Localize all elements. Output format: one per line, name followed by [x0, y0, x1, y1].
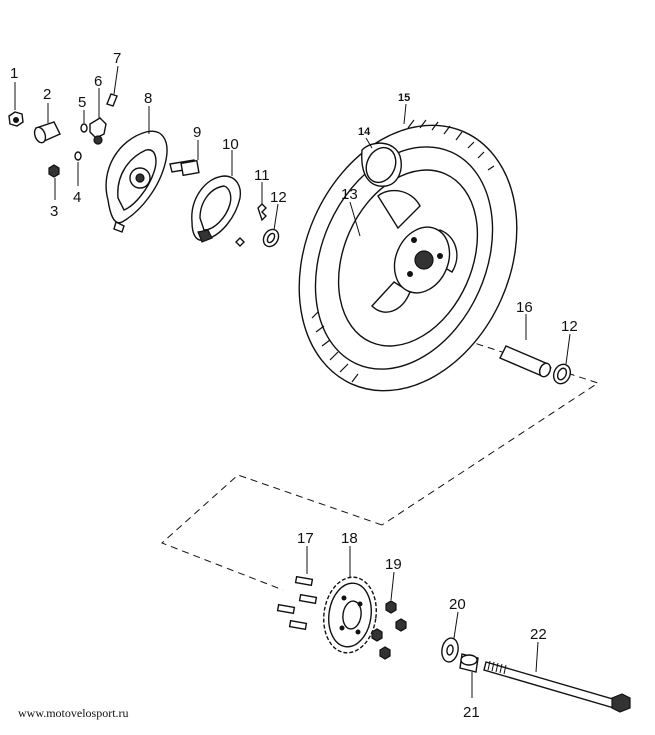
callout-7: 7	[113, 50, 121, 67]
callout-labels: 1 2 3 4 5 6 7 8 9 10 11 12 13 14 15 16 1…	[10, 50, 578, 721]
part-3-nut	[48, 164, 60, 200]
part-22-axle	[483, 641, 631, 713]
callout-14: 14	[358, 126, 371, 138]
callout-21: 21	[463, 704, 480, 721]
part-16-spacer	[499, 314, 552, 378]
part-18-sprocket	[323, 546, 377, 654]
assembly-dashed-lines	[161, 339, 600, 591]
part-13-rim	[337, 169, 479, 347]
part-8-brake-plate	[105, 106, 168, 233]
callout-6: 6	[94, 73, 102, 90]
callout-20: 20	[449, 596, 466, 613]
part-12b-seal	[552, 333, 572, 385]
part-14-inner-tube	[361, 137, 402, 187]
part-17-studs	[276, 546, 318, 631]
part-10-brake-shoes	[191, 150, 245, 247]
part-21-spacer	[459, 653, 479, 698]
part-7-bolt	[106, 65, 119, 107]
callout-12a: 12	[270, 189, 287, 206]
part-20-washer	[441, 611, 459, 663]
callout-19: 19	[385, 556, 402, 573]
part-11-spring	[257, 182, 267, 222]
callout-8: 8	[144, 90, 152, 107]
part-4-washer	[74, 151, 82, 186]
part-9-cam-shaft	[169, 140, 200, 177]
part-2-spacer	[33, 103, 61, 144]
callout-15: 15	[398, 92, 410, 104]
part-1-nut	[8, 82, 24, 127]
callout-11: 11	[254, 167, 270, 184]
callout-3: 3	[50, 203, 58, 220]
callout-13: 13	[341, 186, 358, 203]
part-19-nuts	[371, 571, 407, 660]
callout-1: 1	[10, 65, 18, 82]
callout-5: 5	[78, 94, 86, 111]
callout-18: 18	[341, 530, 358, 547]
callout-12b: 12	[561, 318, 578, 335]
part-5-washer	[80, 110, 88, 133]
part-12a-seal	[262, 203, 280, 248]
callout-9: 9	[193, 124, 201, 141]
callout-17: 17	[297, 530, 314, 547]
callout-2: 2	[43, 86, 51, 103]
callout-4: 4	[73, 189, 81, 206]
callout-10: 10	[222, 136, 239, 153]
website-credit: www.motovelosport.ru	[18, 706, 129, 720]
callout-22: 22	[530, 626, 547, 643]
callout-16: 16	[516, 299, 533, 316]
part-6-clamp	[89, 88, 107, 145]
